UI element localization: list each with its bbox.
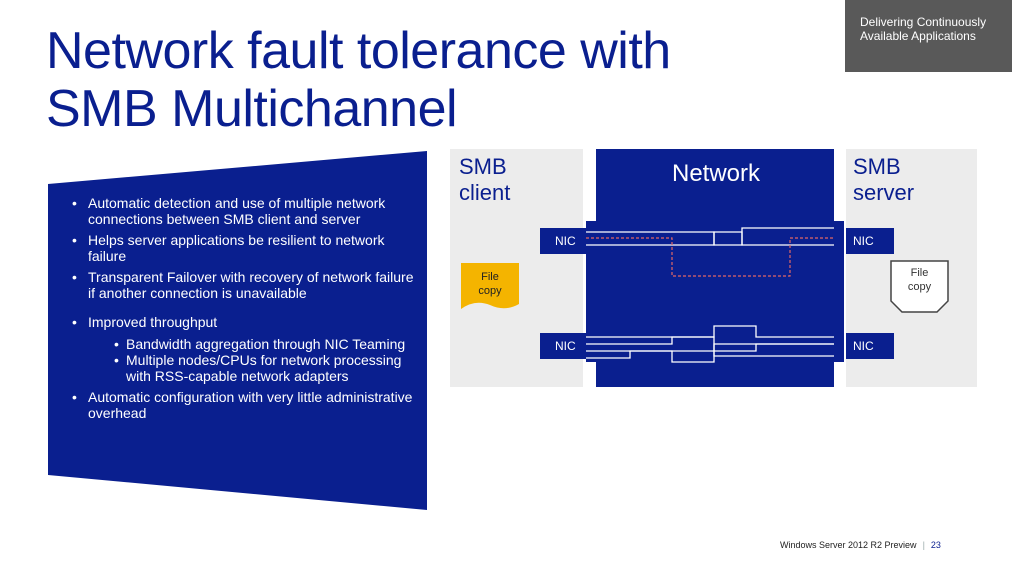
title-line-2: SMB Multichannel bbox=[46, 80, 458, 138]
slide-footer: Windows Server 2012 R2 Preview | 23 bbox=[780, 540, 980, 550]
client-file-label-line-1: File bbox=[481, 271, 499, 283]
server-file-icon bbox=[890, 260, 949, 313]
section-tag-line-1: Delivering Continuously bbox=[860, 15, 987, 29]
bullet-item: Automatic configuration with very little… bbox=[60, 389, 420, 421]
client-nic-top-label: NIC bbox=[555, 234, 576, 248]
sub-bullet-item: Bandwidth aggregation through NIC Teamin… bbox=[88, 336, 420, 352]
section-tag-line-2: Available Applications bbox=[860, 29, 976, 43]
page-number: 23 bbox=[930, 540, 941, 550]
smb-server-label-line-2: server bbox=[853, 180, 915, 205]
bullet-item: Helps server applications be resilient t… bbox=[60, 232, 420, 264]
bullet-item: Transparent Failover with recovery of ne… bbox=[60, 269, 420, 301]
server-file-label-line-2: copy bbox=[907, 281, 932, 293]
smb-server-label: SMB server bbox=[853, 154, 914, 206]
top-connection-paths bbox=[586, 227, 834, 246]
bullet-list: Automatic detection and use of multiple … bbox=[60, 195, 420, 426]
client-nic-bottom bbox=[540, 333, 586, 359]
server-nic-top-label: NIC bbox=[853, 234, 874, 248]
footer-separator: | bbox=[922, 540, 925, 550]
bottom-connection-paths bbox=[586, 325, 834, 363]
bullet-item-label: Improved throughput bbox=[88, 314, 218, 330]
smb-server-label-line-1: SMB bbox=[853, 154, 901, 179]
server-nic-bottom-label: NIC bbox=[853, 339, 874, 353]
smb-client-label-line-2: client bbox=[459, 180, 511, 205]
bullet-item-throughput: Improved throughput Bandwidth aggregatio… bbox=[60, 314, 420, 384]
server-nic-top bbox=[846, 228, 894, 254]
slide-title: Network fault tolerance with SMB Multich… bbox=[46, 22, 766, 138]
bullet-item: Automatic detection and use of multiple … bbox=[60, 195, 420, 227]
smb-client-label: SMB client bbox=[459, 154, 510, 206]
sub-bullet-list: Bandwidth aggregation through NIC Teamin… bbox=[88, 336, 420, 384]
server-file-label-line-1: File bbox=[910, 267, 929, 279]
server-file-label: File copy bbox=[891, 266, 948, 294]
smb-client-label-line-1: SMB bbox=[459, 154, 507, 179]
title-line-1: Network fault tolerance with bbox=[46, 22, 671, 80]
network-label: Network bbox=[671, 160, 761, 187]
client-nic-top bbox=[540, 228, 586, 254]
failed-connection-path bbox=[586, 237, 834, 277]
client-file-label-line-2: copy bbox=[478, 285, 502, 297]
section-tag: Delivering Continuously Available Applic… bbox=[845, 0, 1012, 72]
client-file-label: File copy bbox=[461, 270, 519, 298]
server-nic-bottom bbox=[846, 333, 894, 359]
sub-bullet-item: Multiple nodes/CPUs for network processi… bbox=[88, 352, 420, 384]
network-block bbox=[586, 149, 844, 387]
client-file-icon bbox=[461, 263, 519, 309]
footer-product: Windows Server 2012 R2 Preview bbox=[780, 540, 917, 550]
client-nic-bottom-label: NIC bbox=[555, 339, 576, 353]
